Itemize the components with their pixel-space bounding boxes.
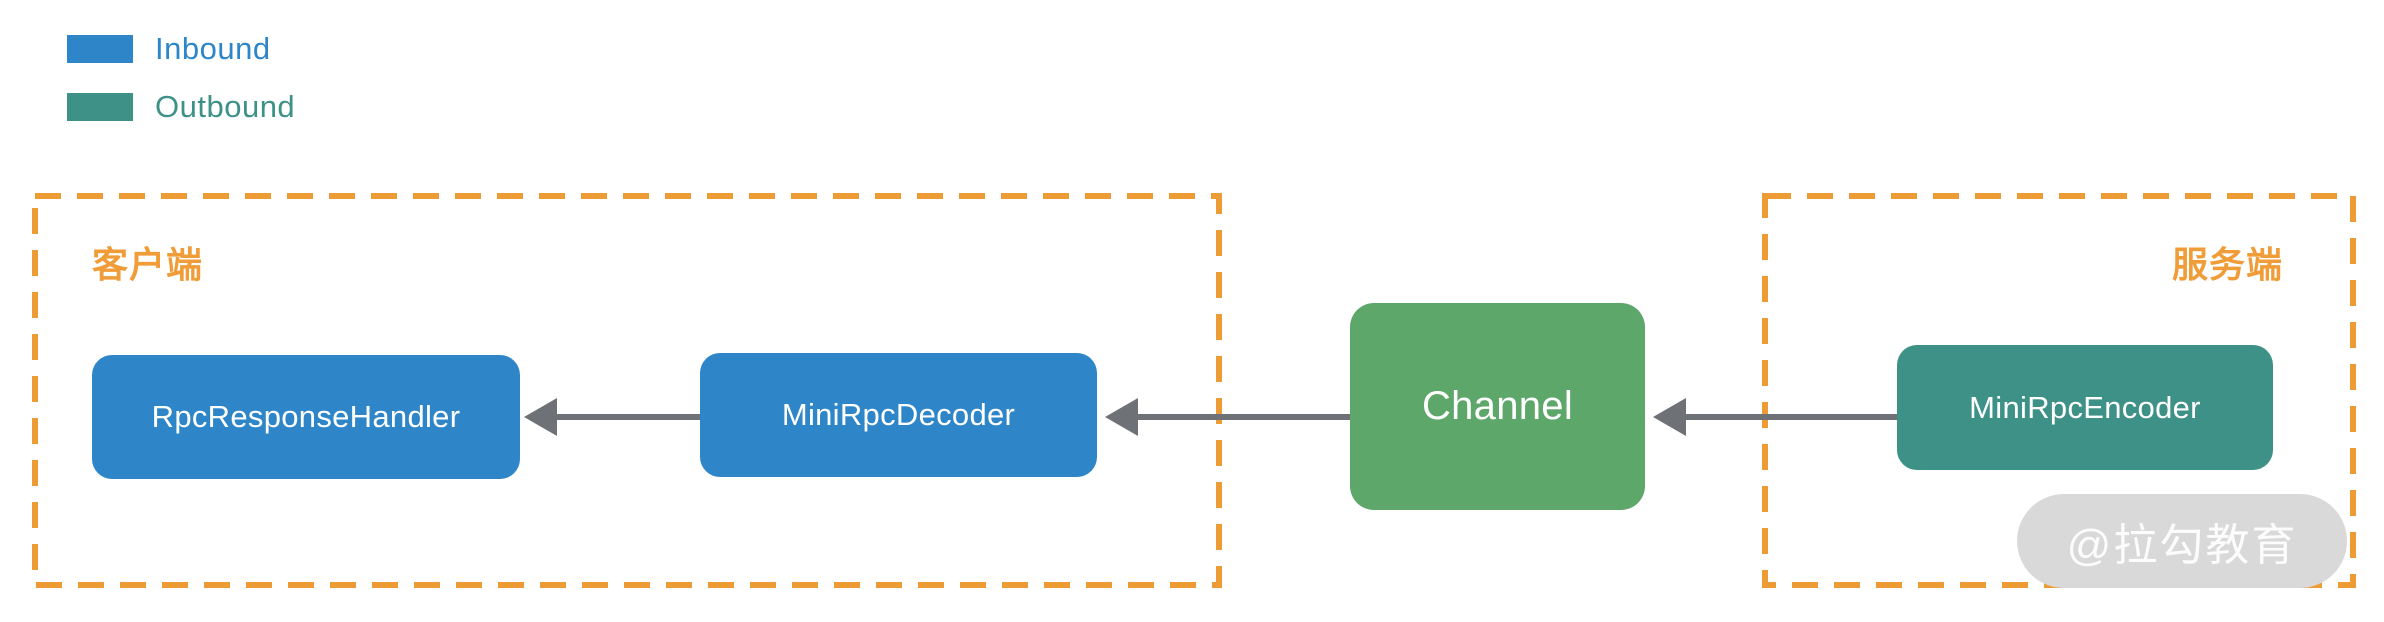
watermark-badge: @拉勾教育 bbox=[2017, 494, 2347, 588]
node-mini-rpc-encoder: MiniRpcEncoder bbox=[1897, 345, 2273, 470]
node-rpc-response-handler: RpcResponseHandler bbox=[92, 355, 520, 479]
node-mini-rpc-decoder: MiniRpcDecoder bbox=[700, 353, 1097, 477]
arrowhead-left-icon bbox=[1653, 398, 1686, 436]
arrow-decoder-to-handler bbox=[524, 398, 700, 436]
arrow-encoder-to-channel bbox=[1653, 398, 1897, 436]
arrowhead-left-icon bbox=[1105, 398, 1138, 436]
outbound-color-swatch bbox=[67, 93, 133, 121]
inbound-color-swatch bbox=[67, 35, 133, 63]
arrowhead-left-icon bbox=[524, 398, 557, 436]
legend-label-outbound: Outbound bbox=[155, 89, 296, 124]
server-group-label: 服务端 bbox=[2171, 244, 2283, 285]
client-group-label: 客户端 bbox=[92, 244, 204, 285]
arrow-channel-to-decoder bbox=[1105, 398, 1350, 436]
legend-item-outbound: Outbound bbox=[67, 87, 295, 127]
node-channel: Channel bbox=[1350, 303, 1645, 510]
legend-label-inbound: Inbound bbox=[155, 31, 271, 66]
client-group-border bbox=[32, 193, 1222, 588]
legend-item-inbound: Inbound bbox=[67, 29, 271, 69]
